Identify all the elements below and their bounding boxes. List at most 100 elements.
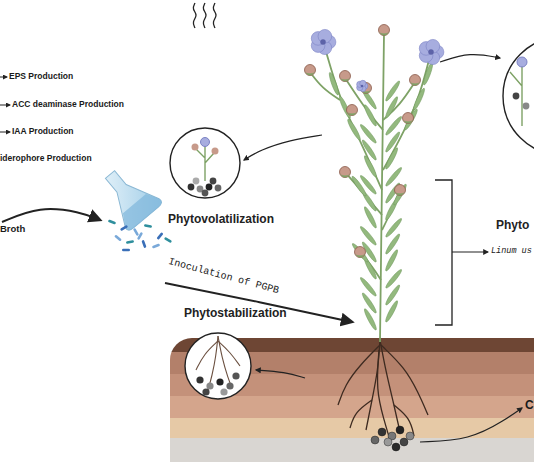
flower-bud xyxy=(340,71,351,82)
bud-head xyxy=(355,247,366,258)
node-label: Phyto xyxy=(496,218,529,232)
inset-art xyxy=(510,57,529,126)
bacterium xyxy=(152,243,160,248)
contaminant-particle xyxy=(378,428,386,436)
inset-circle xyxy=(503,37,534,155)
broth-liquid xyxy=(117,189,163,232)
flax-plant xyxy=(305,25,444,452)
mini-flower xyxy=(201,138,210,147)
mini-stem xyxy=(196,145,214,181)
bracket-arrow xyxy=(452,251,488,252)
contaminant-particle xyxy=(206,382,213,389)
broth-flask xyxy=(93,160,172,251)
flower-bud xyxy=(403,113,414,124)
contaminant-particle xyxy=(188,184,195,191)
leader-arrows xyxy=(0,3,522,442)
petal xyxy=(360,80,366,86)
mini-bud xyxy=(192,144,199,151)
annotation-label: C xyxy=(525,398,534,412)
leaf xyxy=(412,87,426,111)
root xyxy=(378,350,390,440)
leaf xyxy=(359,123,378,144)
leaf xyxy=(384,217,403,238)
contaminant-particle xyxy=(206,184,213,191)
node-label: Phytovolatilization xyxy=(168,212,274,226)
contaminant-particle xyxy=(193,178,200,185)
contaminant-particle xyxy=(396,426,404,434)
bracket-line xyxy=(435,180,452,325)
leader-arrow xyxy=(256,370,305,378)
contaminant-particle xyxy=(232,372,239,379)
leaf xyxy=(384,115,403,136)
circle-outline xyxy=(502,36,534,156)
flower-bud xyxy=(347,105,358,116)
trait-label: ACC deaminase Production xyxy=(12,99,124,109)
flower-bud xyxy=(379,25,390,36)
leader-arrow xyxy=(440,55,500,62)
flax-flower xyxy=(419,39,444,64)
mini-root xyxy=(196,341,218,370)
bacterium xyxy=(114,234,122,241)
leader-arrow xyxy=(244,135,322,160)
flower-bud xyxy=(305,65,316,76)
leaf xyxy=(384,80,401,102)
circle-outline xyxy=(169,127,241,199)
leaf xyxy=(351,242,370,263)
root xyxy=(338,345,380,405)
bud-sepal xyxy=(395,192,405,196)
contaminant-particle xyxy=(215,185,222,192)
node-label: Phytostabilization xyxy=(184,306,287,320)
bacterium xyxy=(122,249,130,252)
bud-sepal xyxy=(403,120,413,124)
bud-head xyxy=(410,75,421,86)
leaf xyxy=(384,268,403,289)
contaminant-particle xyxy=(226,382,233,389)
contaminant-particle xyxy=(371,436,379,444)
bud-sepal xyxy=(379,32,389,36)
leaf xyxy=(392,183,408,206)
bacterium xyxy=(137,232,143,240)
stem xyxy=(345,172,382,215)
bud-sepal xyxy=(355,254,365,258)
trait-label: EPS Production xyxy=(9,71,73,81)
trait-label: IAA Production xyxy=(12,126,74,136)
contaminant-particle xyxy=(196,376,203,383)
flax-flower xyxy=(357,80,368,91)
contaminant-particle xyxy=(523,103,530,110)
root xyxy=(394,405,414,436)
leaf xyxy=(350,175,367,197)
flax-flower xyxy=(311,29,336,54)
leader-arrow xyxy=(0,105,10,106)
bud-head xyxy=(340,71,351,82)
leaf xyxy=(359,225,378,246)
leaf xyxy=(328,72,340,96)
bud-sepal xyxy=(305,72,315,76)
leader-arrow xyxy=(0,132,10,133)
bacterium xyxy=(164,237,172,243)
trait-label: iderophore Production xyxy=(0,153,92,163)
flower-bud xyxy=(410,75,421,86)
bud-head xyxy=(305,65,316,76)
plant-bracket xyxy=(435,180,488,325)
bud-head xyxy=(347,105,358,116)
bud-head xyxy=(340,167,351,178)
contaminant-particle xyxy=(202,190,209,197)
stem xyxy=(383,56,430,170)
bacterium xyxy=(126,240,134,244)
bacterium xyxy=(108,219,116,224)
contaminant-particle xyxy=(392,443,400,451)
contaminant-particle xyxy=(220,388,227,395)
illustration-circle: Phyto xyxy=(502,36,534,156)
vapor-line xyxy=(213,3,216,28)
illustration-circle: Phytostabilization xyxy=(184,332,252,400)
annotation-label: Linum us xyxy=(491,246,532,256)
inset-art xyxy=(188,138,222,197)
flower-bud xyxy=(395,185,406,196)
leader-arrow xyxy=(0,77,7,78)
vapor-line xyxy=(193,3,196,28)
contaminant-particle xyxy=(216,378,223,385)
stem xyxy=(325,48,382,190)
bud-sepal xyxy=(340,78,350,82)
leaf xyxy=(346,118,362,141)
